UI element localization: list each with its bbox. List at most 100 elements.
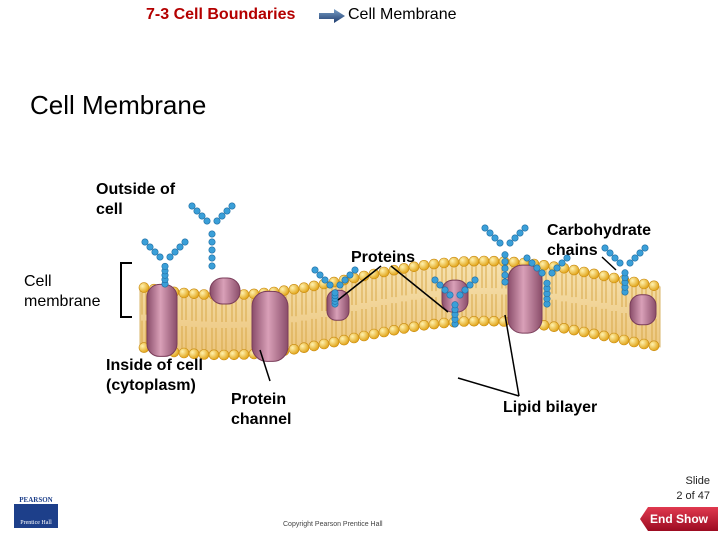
lipid-head [378, 266, 390, 278]
pearson-logo: PEARSON Prentice Hall [14, 494, 58, 528]
lipid-head [368, 268, 380, 280]
label-channel-line1: Protein [231, 391, 287, 408]
section-title: 7-3 Cell Boundaries [146, 6, 296, 23]
membrane-protein [629, 294, 657, 326]
lipid-tail [191, 326, 197, 349]
lipid-head [298, 282, 310, 294]
membrane-protein [507, 264, 543, 334]
lipid-head [198, 289, 210, 300]
lipid-head [228, 349, 240, 361]
lipid-head [618, 334, 630, 346]
lipid-head [398, 323, 410, 334]
label-cell-membrane: Cell membrane [24, 272, 100, 312]
lipid-tail [301, 320, 307, 343]
carbohydrate-bead [558, 259, 566, 267]
lipid-head [178, 287, 190, 299]
carbohydrate-bead [456, 291, 464, 299]
carbohydrate-bead [151, 248, 159, 256]
carbohydrate-bead [553, 264, 561, 272]
lipid-tail [381, 305, 387, 328]
lipid-tail [501, 294, 507, 317]
lipid-head [238, 349, 250, 360]
lipid-tail [571, 275, 577, 298]
carbohydrate-bead [506, 239, 514, 247]
carbohydrate-bead [311, 266, 319, 274]
lipid-leader-a [457, 377, 520, 397]
label-inside-cell: Inside of cell (cytoplasm) [106, 356, 203, 396]
lipid-tail [611, 310, 617, 333]
lipid-tail [421, 298, 427, 321]
label-proteins: Proteins [351, 249, 416, 266]
carbohydrate-bead [528, 259, 536, 267]
lipid-tail [311, 290, 317, 313]
carbohydrate-bead [228, 202, 236, 210]
header-bar: 7-3 Cell Boundaries Cell Membrane [0, 0, 720, 32]
proteins-leader-b [390, 265, 449, 313]
lipid-head [188, 288, 200, 300]
lipid-head [578, 326, 590, 338]
lipid-tail [241, 299, 247, 322]
proteins-leader-a [337, 265, 382, 301]
carbohydrate-bead [511, 234, 519, 242]
lipid-head [368, 328, 380, 340]
carbohydrate-bead [471, 276, 479, 284]
carbohydrate-bead [501, 278, 509, 286]
carbohydrate-bead [516, 229, 524, 237]
logo-bottom-text: Prentice Hall [20, 520, 52, 526]
lipid-tail [291, 294, 297, 317]
carbohydrate-bead [543, 279, 551, 287]
lipid-tail [211, 327, 217, 350]
carbohydrate-bead [616, 259, 624, 267]
label-outside-line1: Outside of [96, 181, 176, 198]
carb-leader [601, 256, 617, 271]
carbohydrate-bead [341, 276, 349, 284]
end-show-label: End Show [650, 512, 708, 526]
carbohydrate-bead [316, 271, 324, 279]
lipid-tail [471, 294, 477, 317]
lipid-head [478, 255, 490, 267]
carbohydrate-bead [198, 212, 206, 220]
slide-label: Slide [685, 475, 710, 487]
lipid-head [638, 338, 650, 350]
lipid-head [218, 349, 230, 361]
carbohydrate-bead [181, 238, 189, 246]
carbohydrate-bead [161, 262, 169, 270]
lipid-head [598, 270, 610, 282]
carbohydrate-bead [351, 266, 359, 274]
lipid-head [428, 318, 440, 330]
lipid-tail [381, 277, 387, 300]
lipid-head [488, 255, 500, 267]
lipid-head [308, 280, 320, 292]
carbohydrate-bead [563, 254, 571, 262]
lipid-tail [241, 327, 247, 350]
lipid-head [568, 264, 580, 276]
end-show-button[interactable]: End Show [640, 505, 718, 533]
arrow-right-icon [319, 9, 345, 23]
lipid-head [358, 330, 370, 342]
lipid-tail [141, 292, 147, 315]
lipid-head [478, 315, 490, 327]
lipid-head [548, 321, 560, 333]
membrane-protein [251, 290, 289, 362]
lipid-head [458, 316, 470, 327]
lipid-head [348, 332, 360, 344]
carbohydrate-bead [208, 230, 216, 238]
lipid-leader-b [504, 314, 520, 397]
carbohydrate-bead [218, 212, 226, 220]
carbohydrate-bead [461, 286, 469, 294]
label-carbohydrate-chains: Carbohydrate chains [547, 221, 651, 261]
lipid-tail [181, 325, 187, 348]
end-show-shape [640, 507, 718, 531]
carbohydrate-bead [213, 217, 221, 225]
label-inside-line2: (cytoplasm) [106, 377, 196, 394]
lipid-head [538, 259, 550, 271]
carbohydrate-bead [208, 254, 216, 262]
lipid-head [468, 255, 480, 267]
lipid-tail [301, 292, 307, 315]
carbohydrate-bead [521, 224, 529, 232]
lipid-head [298, 342, 310, 354]
carbohydrate-bead [176, 243, 184, 251]
carbohydrate-bead [636, 249, 644, 257]
lipid-head [408, 321, 420, 333]
lipid-head [208, 349, 220, 361]
